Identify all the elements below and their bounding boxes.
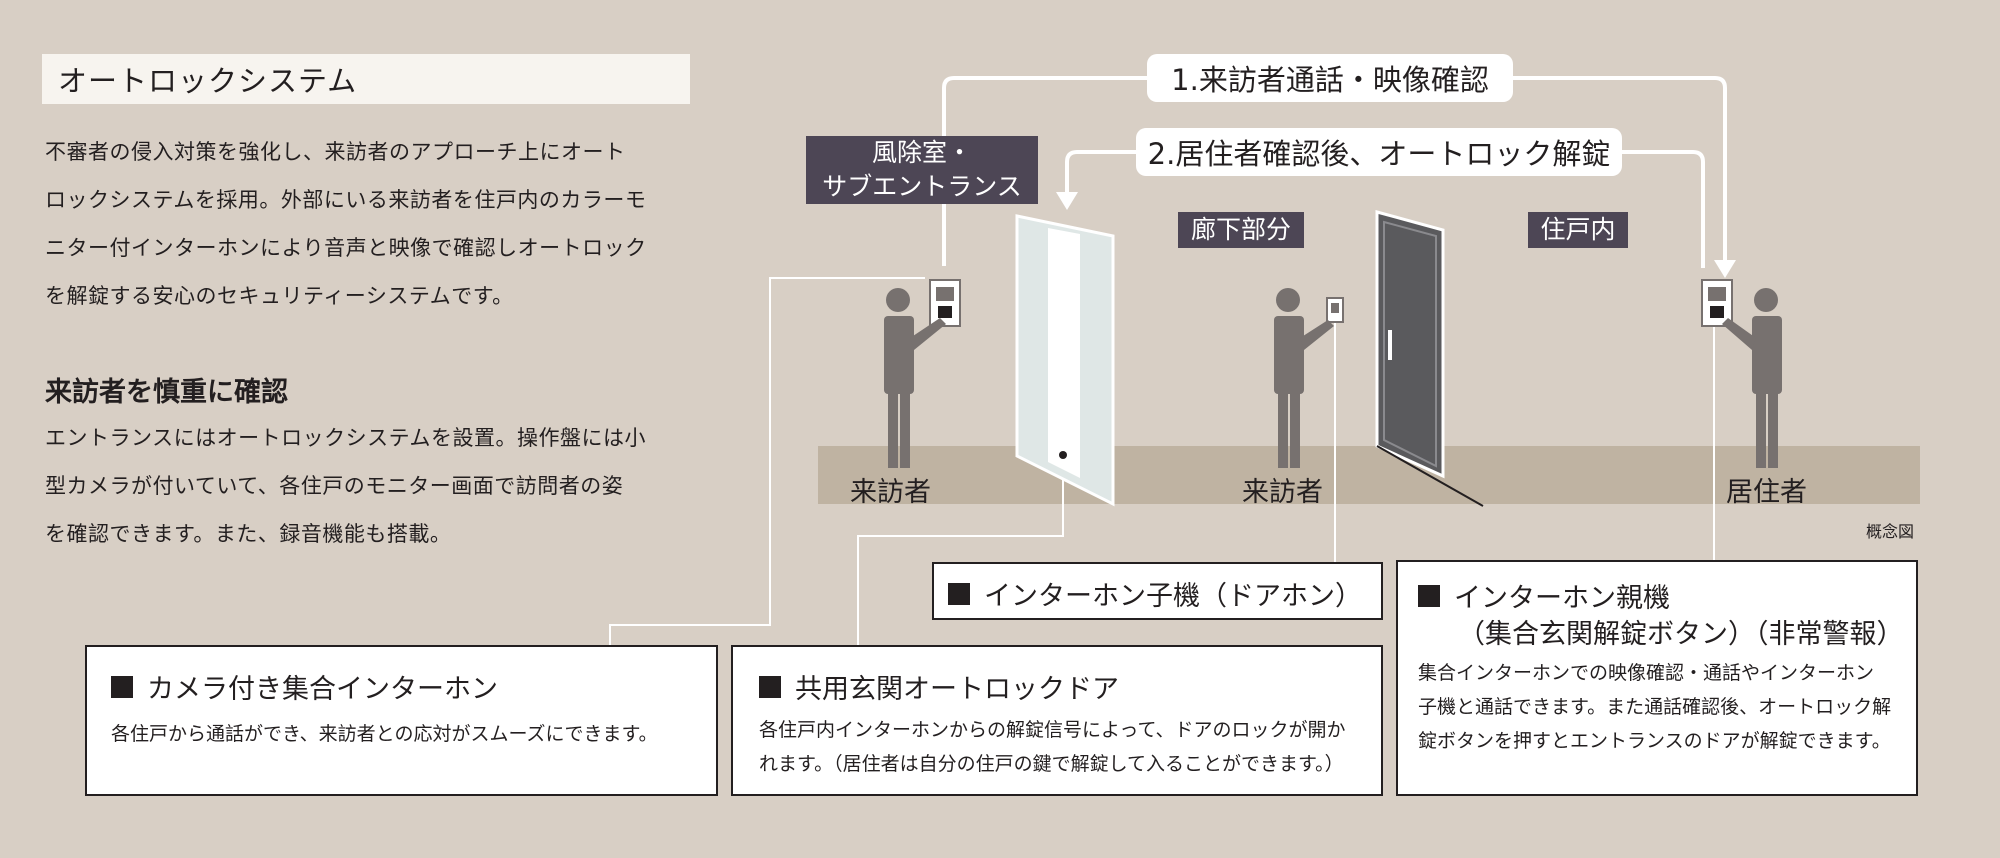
visitor-label-1: 来訪者 (850, 477, 931, 508)
box-text-line: 集合インターホンでの映像確認・通話やインターホン (1418, 662, 1875, 684)
intro-line: 不審者の侵入対策を強化し、来訪者のアプローチ上にオート (45, 140, 626, 164)
door-phone-box: インターホン子機（ドアホン） (932, 562, 1383, 620)
master-intercom-box: インターホン親機 （集合玄関解錠ボタン）（非常警報） 集合インターホンでの映像確… (1396, 560, 1918, 796)
sub-line: 型カメラが付いていて、各住戸のモニター画面で訪問者の姿 (45, 474, 624, 498)
sub-line: を確認できます。また、録音機能も搭載。 (45, 522, 452, 546)
step1-label: 1.来訪者通話・映像確認 (1147, 54, 1513, 102)
box-text-line: 各住戸内インターホンからの解錠信号によって、ドアのロックが開か (759, 719, 1346, 741)
visitor-label-2: 来訪者 (1242, 477, 1323, 508)
unit-door (1375, 210, 1484, 507)
page-title: オートロックシステム (58, 64, 358, 98)
concept-note: 概念図 (1866, 522, 1915, 541)
step2-label: 2.居住者確認後、オートロック解錠 (1136, 128, 1622, 176)
zone-corridor-label: 廊下部分 (1178, 212, 1304, 248)
box-heading-2: （集合玄関解錠ボタン）（非常警報） (1458, 619, 1904, 650)
box-text-line: 子機と通話できます。また通話確認後、オートロック解 (1418, 696, 1892, 718)
box-text-line: 各住戸から通話ができ、来訪者との応対がスムーズにできます。 (111, 723, 658, 745)
box-text-line: れます。（居住者は自分の住戸の鍵で解錠して入ることができます。） (759, 753, 1344, 775)
sub-line: エントランスにはオートロックシステムを設置。操作盤には小 (45, 426, 646, 450)
box-heading: カメラ付き集合インターホン (147, 674, 498, 705)
sub-paragraph: エントランスにはオートロックシステムを設置。操作盤には小 型カメラが付いていて、… (45, 414, 705, 558)
square-bullet-icon (759, 675, 781, 698)
zone-entrance-line: サブエントランス (822, 172, 1022, 201)
intro-line: ニター付インターホンにより音声と映像で確認しオートロック (45, 236, 647, 260)
arrow-head-step1 (1714, 260, 1736, 278)
box-text-line: 錠ボタンを押すとエントランスのドアが解錠できます。 (1418, 730, 1891, 752)
title-bar: オートロックシステム (42, 54, 690, 104)
visitor-figure-2 (1274, 288, 1334, 468)
glass-door (1015, 214, 1115, 507)
intro-line: ロックシステムを採用。外部にいる来訪者を住戸内のカラーモ (45, 188, 647, 212)
zone-entrance-line: 風除室・ (871, 138, 972, 167)
leader-lines (609, 277, 1715, 645)
square-bullet-icon (948, 582, 970, 605)
resident-label: 居住者 (1726, 477, 1807, 508)
floor (818, 446, 1920, 504)
subheading: 来訪者を慎重に確認 (45, 377, 288, 408)
autolock-door-box: 共用玄関オートロックドア 各住戸内インターホンからの解錠信号によって、ドアのロッ… (731, 645, 1383, 796)
arrow-head-step2 (1056, 192, 1078, 210)
intro-line: を解錠する安心のセキュリティーシステムです。 (45, 284, 514, 308)
camera-intercom-box: カメラ付き集合インターホン 各住戸から通話ができ、来訪者との応対がスムーズにでき… (85, 645, 718, 796)
box-heading: 共用玄関オートロックドア (795, 674, 1119, 705)
zone-entrance-label: 風除室・ サブエントランス (806, 136, 1038, 204)
box-heading: インターホン子機（ドアホン） (984, 581, 1362, 612)
visitor-figure-1 (884, 288, 946, 468)
box-heading: インターホン親機 (1454, 583, 1670, 614)
zone-unit-label: 住戸内 (1528, 212, 1628, 248)
intro-paragraph: 不審者の侵入対策を強化し、来訪者のアプローチ上にオート ロックシステムを採用。外… (45, 128, 705, 320)
resident-figure (1722, 288, 1782, 468)
square-bullet-icon (111, 675, 133, 698)
door-phone (1326, 297, 1344, 323)
camera-intercom-panel (929, 279, 961, 327)
master-intercom (1701, 279, 1733, 327)
square-bullet-icon (1418, 584, 1440, 607)
